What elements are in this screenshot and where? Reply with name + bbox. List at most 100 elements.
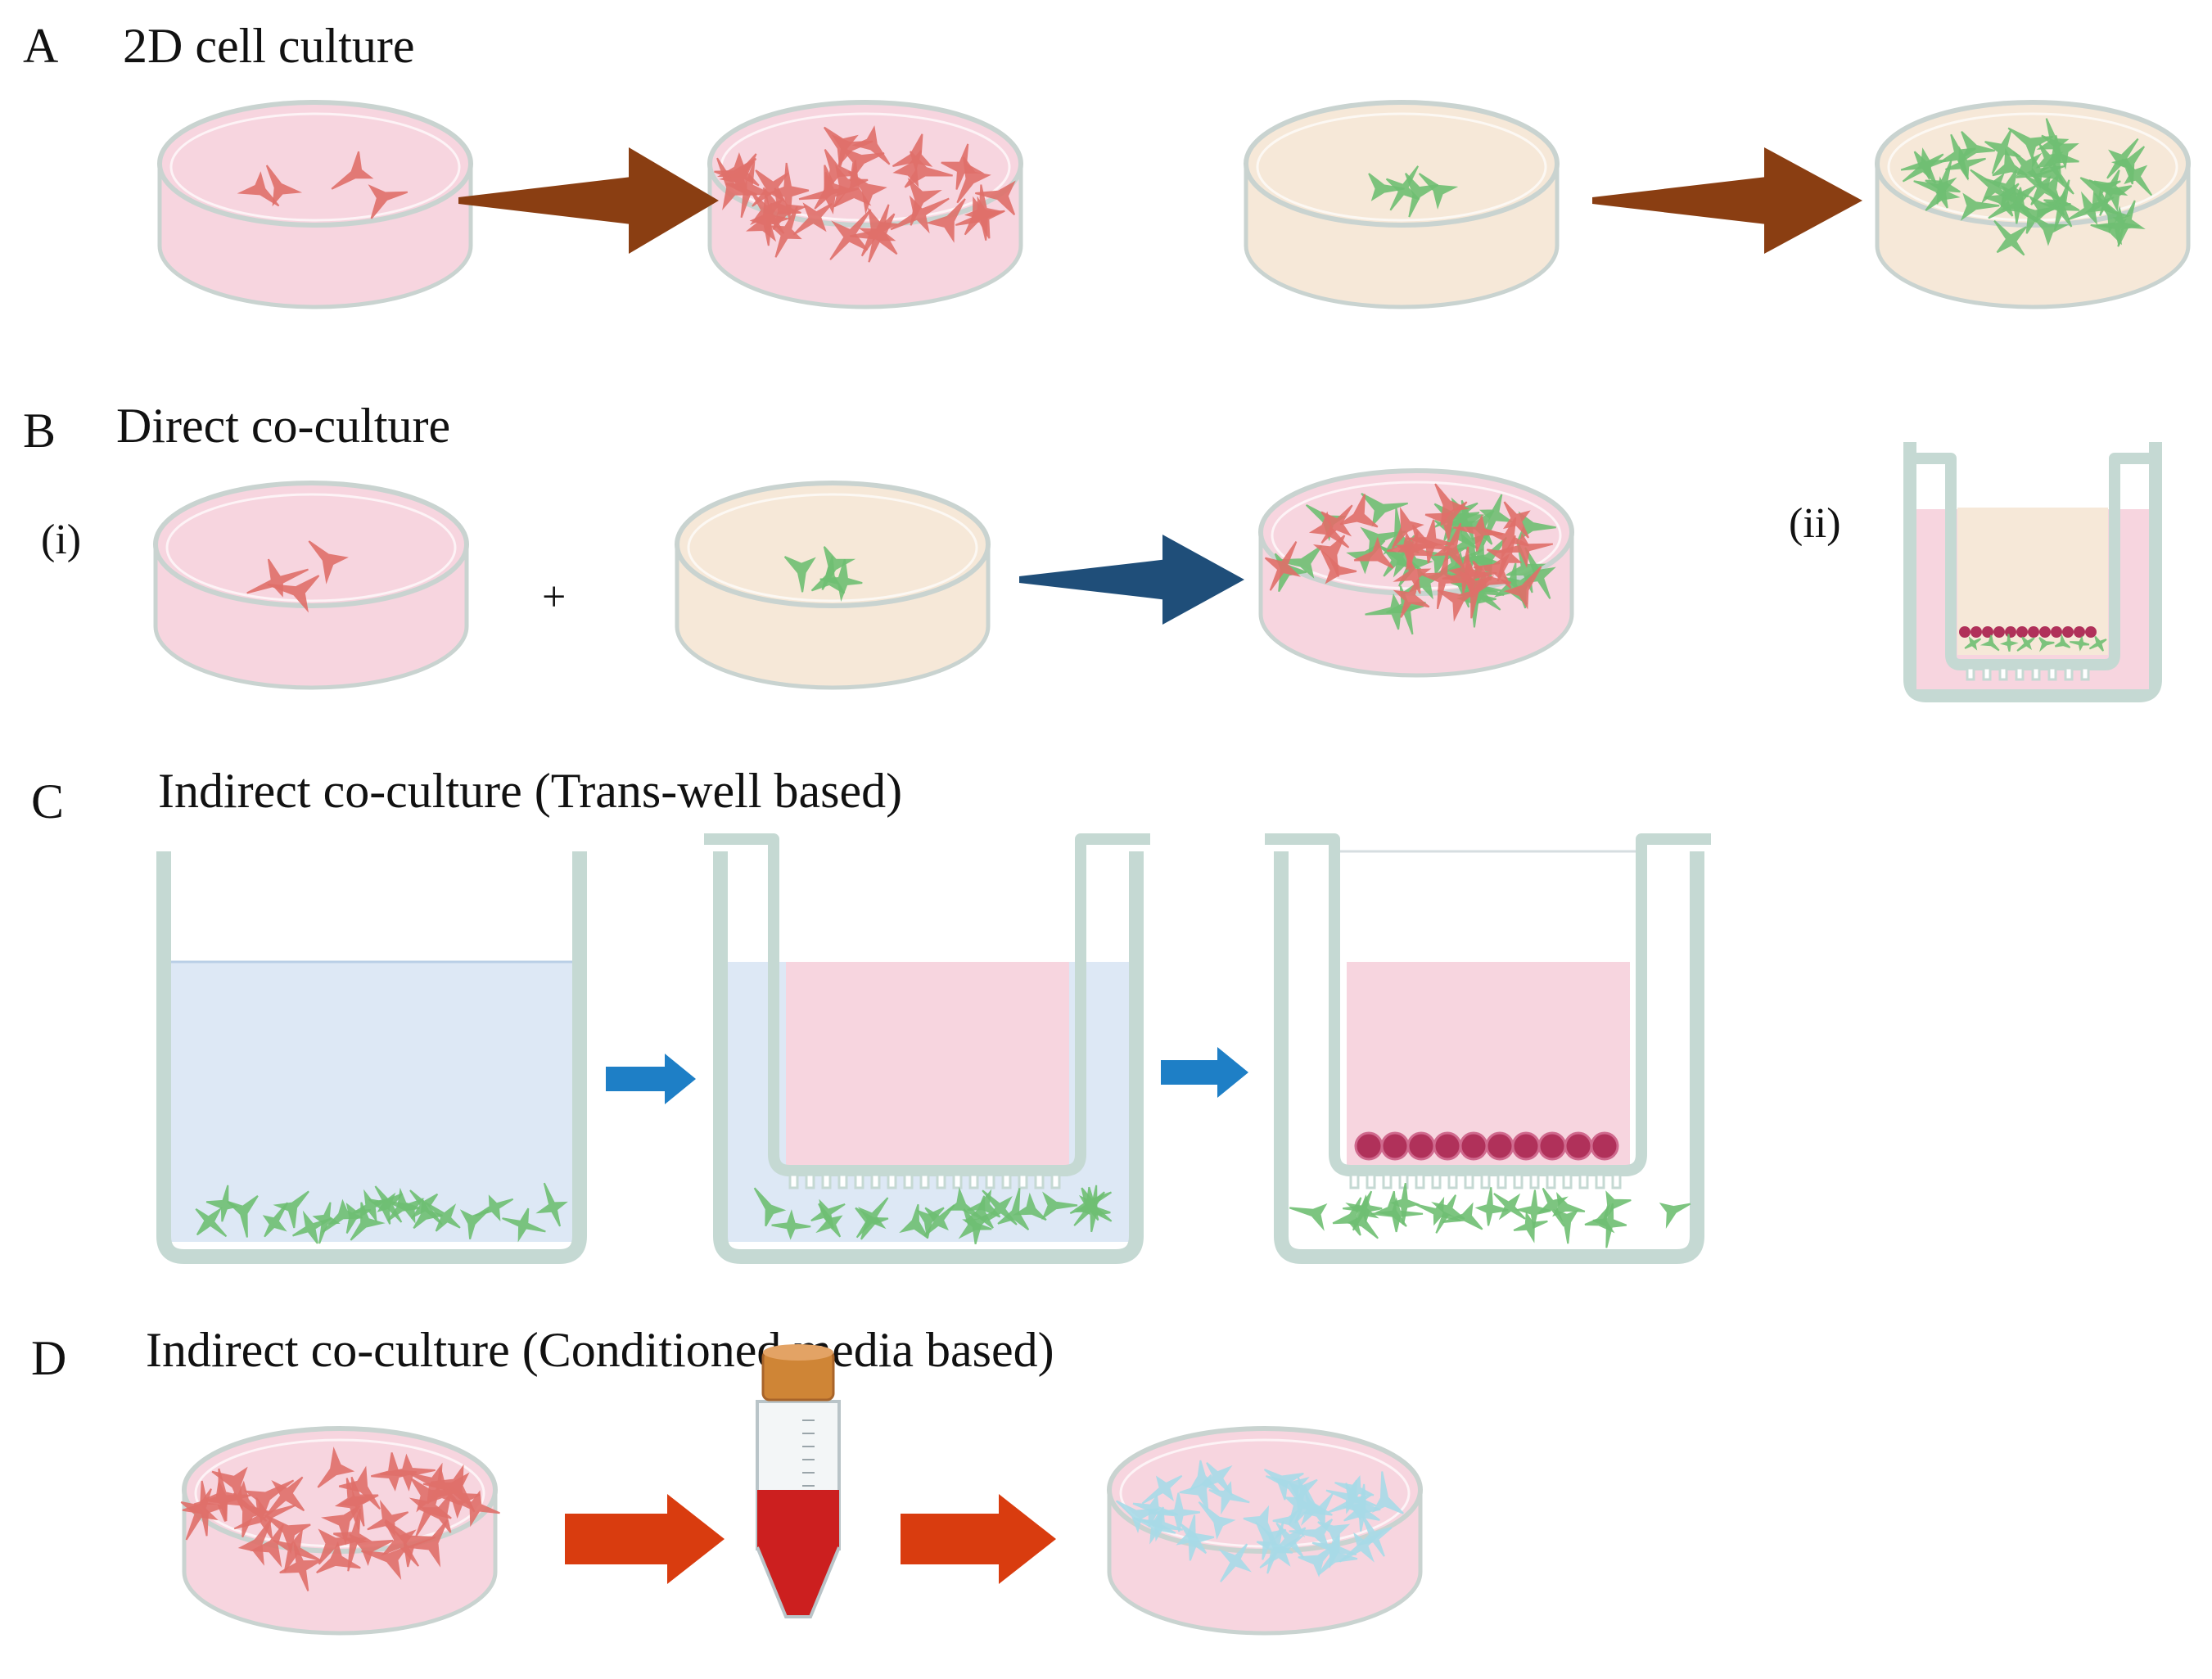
green-cell <box>1447 499 1486 541</box>
red-cell <box>1353 536 1394 569</box>
green-cell <box>1462 536 1508 581</box>
green-cell <box>2110 146 2146 185</box>
membrane-pore <box>1431 1173 1442 1189</box>
membrane-pore <box>1611 1173 1622 1189</box>
red-cell <box>381 1520 420 1567</box>
plus-sign: + <box>542 574 567 621</box>
green-cell <box>350 1202 386 1241</box>
purple-cell <box>1406 1131 1436 1161</box>
green-cell <box>1513 1211 1548 1243</box>
red-cell <box>1473 553 1512 589</box>
red-cell <box>331 151 374 190</box>
green-cell <box>923 1204 955 1237</box>
red-cell <box>279 1541 323 1591</box>
membrane-pore <box>952 1173 963 1189</box>
green-cell <box>2025 175 2068 205</box>
green-cell <box>810 556 846 594</box>
red-cell <box>831 134 874 168</box>
red-cell <box>725 161 772 219</box>
purple-cell <box>2005 626 2016 638</box>
green-cell <box>967 1189 1001 1218</box>
section-d-title: Indirect co-culture (Conditioned media b… <box>146 1323 1054 1377</box>
red-cell <box>379 1453 436 1492</box>
green-cell <box>2028 195 2071 223</box>
purple-cell <box>1982 626 1993 638</box>
section-d-letter: D <box>31 1331 67 1385</box>
green-cell <box>1361 492 1409 527</box>
membrane-pore <box>985 1173 995 1189</box>
green-cell <box>205 1185 239 1222</box>
red-cell <box>1406 519 1455 564</box>
membrane-pore <box>805 1173 815 1189</box>
green-cell <box>322 1198 363 1234</box>
blue-cell <box>1133 1506 1176 1545</box>
membrane-pore <box>1529 1173 1540 1189</box>
green-cell <box>1552 1191 1586 1217</box>
red-cell <box>368 184 409 219</box>
green-cell <box>273 1190 309 1229</box>
membrane-pore <box>936 1173 946 1189</box>
section-b-sub-ii: (ii) <box>1789 500 1841 547</box>
red-cell <box>769 205 802 258</box>
red-cell <box>320 1505 361 1546</box>
arrow-d2 <box>901 1494 1056 1584</box>
blue-cell <box>1180 1523 1215 1561</box>
red-cell <box>1424 501 1468 540</box>
red-cell <box>265 165 303 207</box>
red-cell <box>246 558 309 598</box>
membrane-pore <box>1513 1173 1524 1189</box>
blue-cell <box>1198 1501 1236 1540</box>
purple-cell <box>1459 1131 1488 1161</box>
red-cell <box>454 1490 500 1528</box>
red-cell <box>232 1492 272 1538</box>
red-cell <box>180 1488 219 1541</box>
red-cell <box>1391 507 1424 549</box>
green-cell <box>1659 1203 1691 1230</box>
green-cell <box>1415 1196 1461 1226</box>
purple-cell <box>1354 1131 1384 1161</box>
blue-cell <box>1263 1469 1304 1501</box>
green-cell <box>1276 545 1323 579</box>
green-cell <box>312 1202 341 1244</box>
red-cell <box>824 148 858 192</box>
blue-cell <box>1298 1542 1338 1577</box>
green-cell <box>2016 636 2035 652</box>
arrow-b1 <box>1019 535 1244 625</box>
dish-d1 <box>180 1426 500 1636</box>
red-cell <box>264 1514 311 1555</box>
purple-cell <box>2016 626 2028 638</box>
blue-cell <box>1218 1543 1253 1582</box>
membrane-pore <box>1480 1173 1491 1189</box>
red-cell <box>907 177 942 226</box>
blue-cell <box>1141 1474 1183 1505</box>
blue-cell <box>1149 1492 1201 1532</box>
blue-cell <box>1179 1474 1212 1511</box>
red-cell <box>308 540 349 584</box>
membrane-pore <box>1578 1173 1589 1189</box>
membrane-pore <box>903 1173 914 1189</box>
red-cell <box>964 196 1002 236</box>
dish-a3 <box>1244 100 1560 309</box>
green-cell <box>771 1209 811 1240</box>
green-cell <box>1385 165 1420 211</box>
blue-cell <box>1115 1500 1159 1534</box>
dish-b2 <box>675 481 991 690</box>
red-cell <box>925 198 966 243</box>
red-cell <box>829 209 872 260</box>
green-cell <box>1939 133 1976 180</box>
green-cell <box>753 1187 787 1227</box>
green-cell <box>2000 187 2038 223</box>
red-cell <box>317 1447 355 1488</box>
red-cell <box>1393 554 1432 594</box>
purple-cell <box>2028 626 2039 638</box>
membrane-pore <box>1398 1173 1409 1189</box>
membrane-pore <box>887 1173 897 1189</box>
red-cell <box>1320 504 1353 544</box>
red-cell <box>410 1478 460 1513</box>
purple-cell <box>2085 626 2097 638</box>
green-cell <box>2096 205 2140 246</box>
well-c1 <box>156 851 587 1264</box>
purple-cell <box>1485 1131 1515 1161</box>
green-cell <box>2035 143 2065 184</box>
